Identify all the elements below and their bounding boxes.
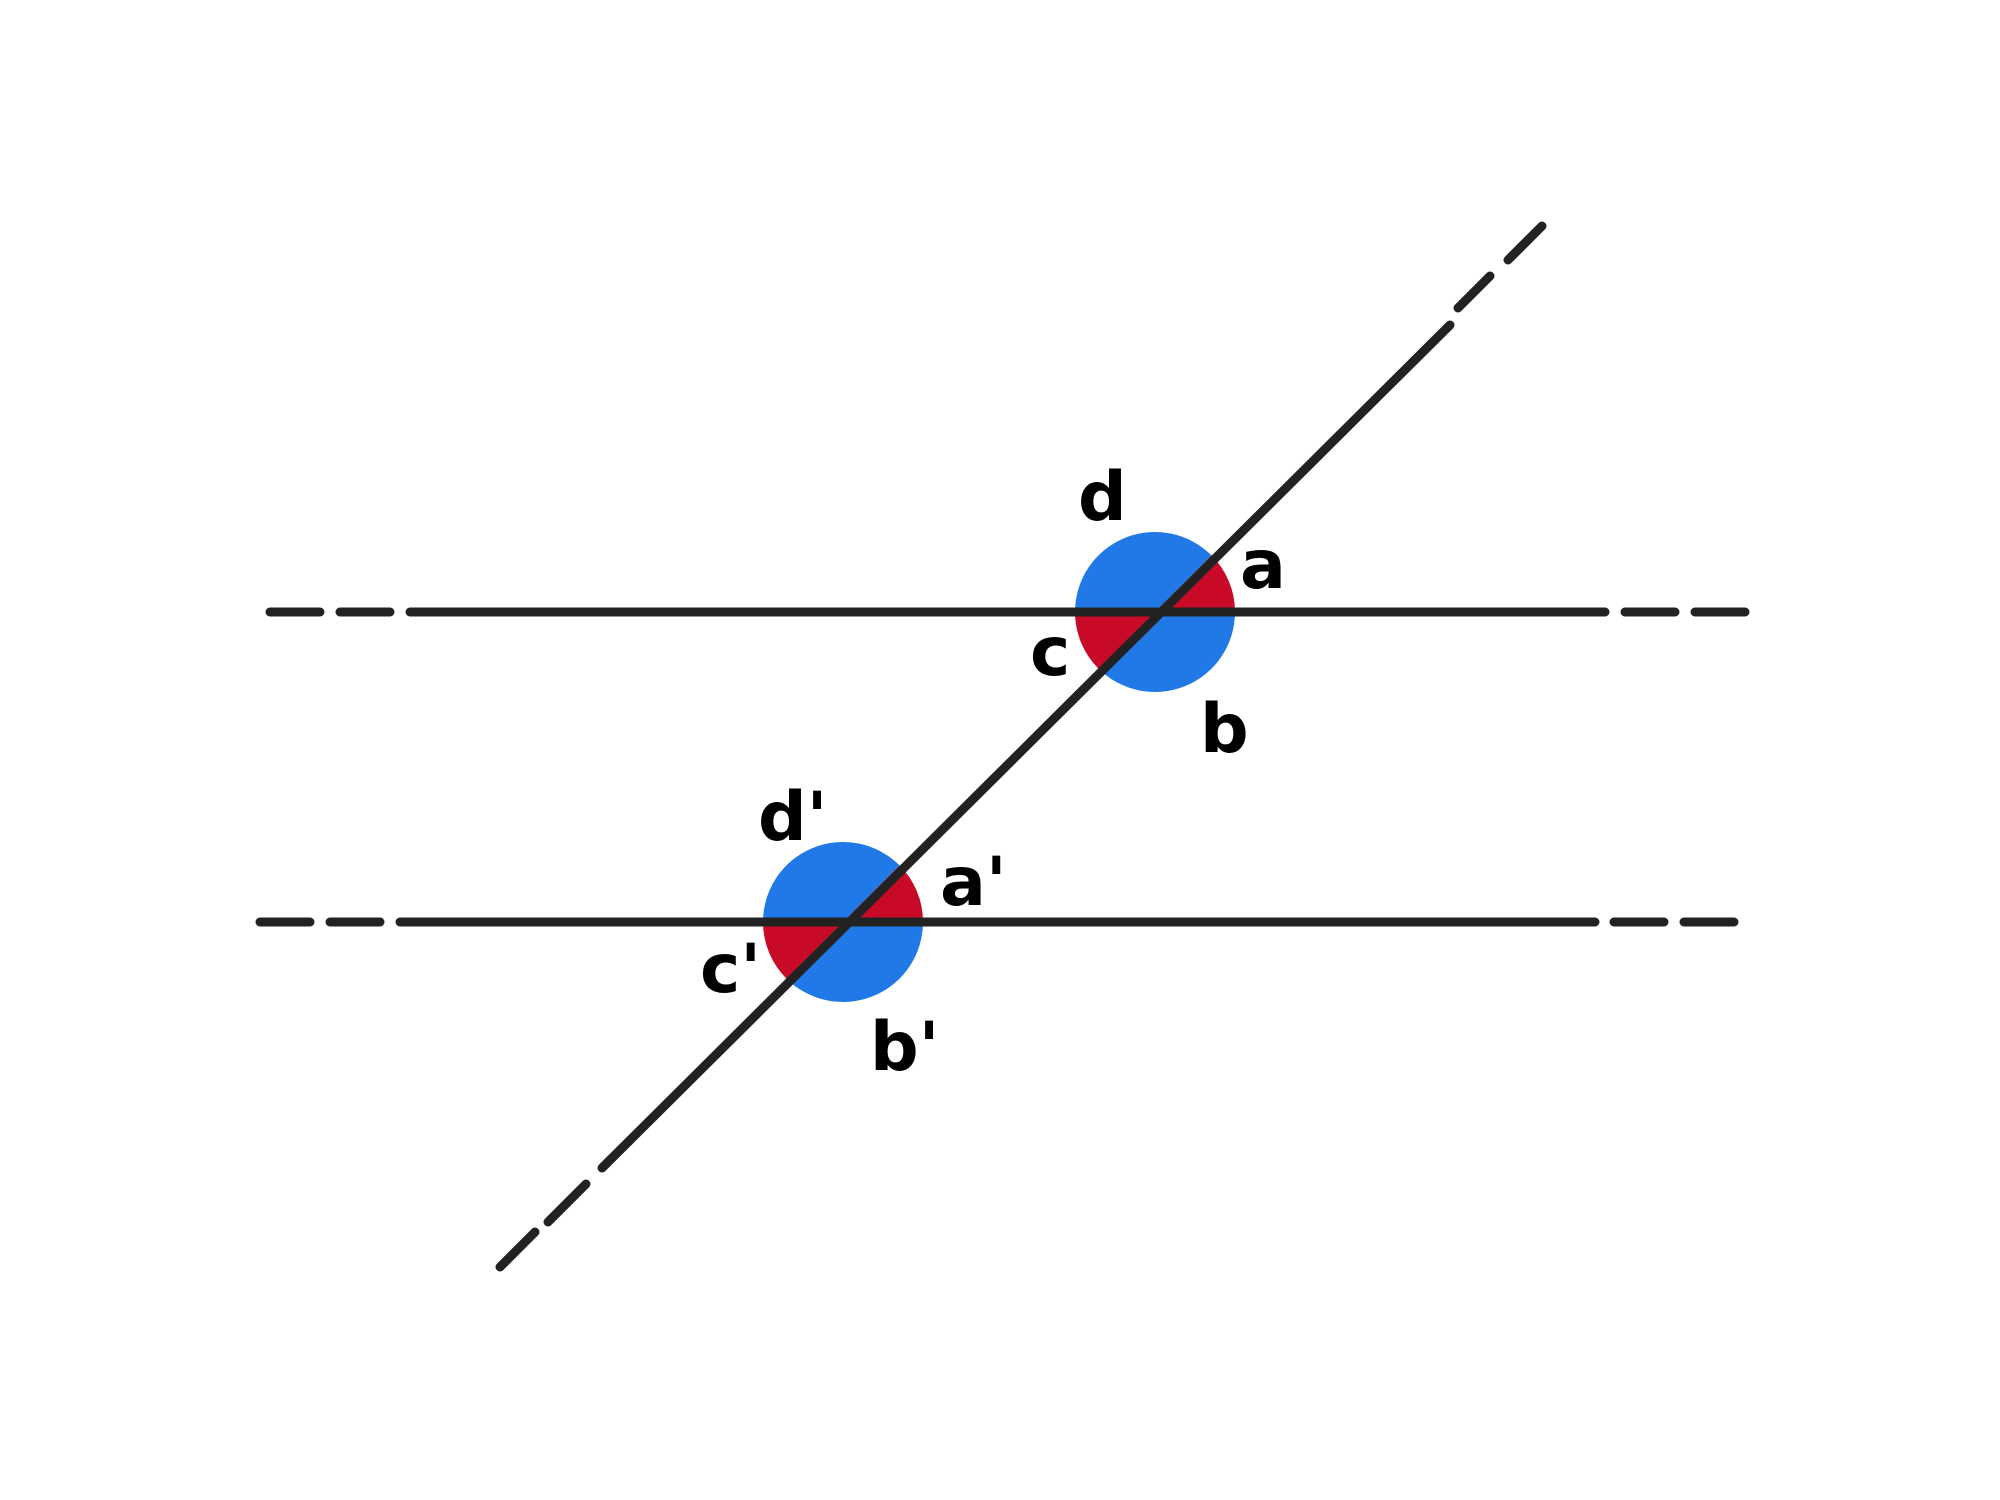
label-a: a	[1240, 526, 1286, 605]
label-c: c	[1030, 613, 1070, 692]
transversal-dash	[1503, 221, 1547, 265]
upper-angle-markers	[1075, 532, 1235, 693]
label-b: b	[1200, 690, 1249, 769]
transversal-dash	[543, 1179, 591, 1227]
label-c-prime: c'	[700, 930, 761, 1009]
angle-c-marker	[1075, 612, 1155, 669]
transversal-dash	[1453, 271, 1495, 313]
angle-c-prime-marker	[763, 922, 843, 979]
angle-d-prime-marker	[763, 841, 900, 922]
angle-d-marker	[1075, 532, 1212, 612]
label-b-prime: b'	[870, 1008, 940, 1087]
transversal-dash	[495, 1227, 540, 1272]
transversal-solid	[597, 320, 1455, 1173]
transversal-line	[495, 221, 1547, 1272]
angle-b-marker	[1098, 612, 1235, 693]
label-d: d	[1078, 458, 1127, 537]
label-d-prime: d'	[758, 778, 828, 857]
label-a-prime: a'	[940, 843, 1007, 922]
angle-b-prime-marker	[786, 922, 923, 1002]
